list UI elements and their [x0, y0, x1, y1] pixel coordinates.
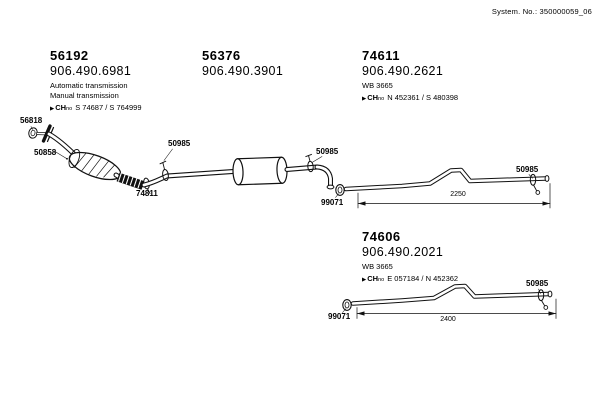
- callout-56818: 56818: [20, 116, 43, 125]
- part-note: Manual transmission: [50, 91, 119, 100]
- chassis-number-value: S 74687 / S 764999: [75, 103, 142, 112]
- dimension-2250-line: [357, 183, 551, 209]
- chassis-number-value: E 057184 / N 452362: [387, 274, 459, 283]
- clamp-50985-icon: [537, 288, 549, 310]
- flex-pipe-drawing: [116, 171, 145, 190]
- callout-50985-c: 50985: [516, 165, 539, 174]
- ring-99071-icon: [342, 299, 352, 311]
- ring-99071-icon: [335, 184, 345, 196]
- part-note: WB 3665: [362, 262, 393, 271]
- tailpipe-74606-drawing: [342, 283, 557, 319]
- triangle-marker-icon: ▶: [362, 96, 367, 102]
- dimension-2400-label: 2400: [440, 316, 456, 323]
- part-number: 56192: [50, 48, 89, 63]
- clamp-50985-icon: [528, 173, 541, 195]
- part-reference: 906.490.3901: [202, 64, 284, 78]
- part-note: Automatic transmission: [50, 81, 128, 90]
- part-note: WB 3665: [362, 81, 393, 90]
- dimension-2250-label: 2250: [450, 191, 466, 198]
- outlet-flare-icon: [326, 184, 335, 190]
- tailpipe-74611-drawing: [335, 167, 551, 209]
- part-number: 74606: [362, 229, 401, 244]
- clamp-50985-icon: [159, 148, 173, 182]
- front-pipe-assembly-drawing: [28, 124, 236, 194]
- chassis-number-value: N 452361 / S 480398: [387, 93, 459, 102]
- callout-50985-a: 50985: [168, 139, 191, 148]
- catalytic-converter-drawing: [68, 148, 122, 181]
- callout-50858: 50858: [34, 148, 57, 157]
- part-group-56192: 56192 906.490.6981 Automatic transmissio…: [50, 48, 142, 112]
- callout-99071-b: 99071: [328, 312, 351, 321]
- callout-50985-b: 50985: [316, 147, 339, 156]
- part-number: 74611: [362, 48, 400, 63]
- triangle-marker-icon: ▶: [362, 277, 367, 283]
- callout-50985-d: 50985: [526, 279, 549, 288]
- center-muffler-drawing: [232, 153, 335, 190]
- triangle-marker-icon: ▶: [50, 106, 55, 112]
- callout-99071-a: 99071: [321, 198, 344, 207]
- part-number: 56376: [202, 48, 241, 63]
- dimension-2400-line: [356, 298, 557, 319]
- part-reference: 906.490.2621: [362, 64, 444, 78]
- part-group-56376: 56376 906.490.3901: [202, 48, 283, 78]
- callout-74811: 74811: [136, 189, 158, 198]
- clamp-50985-icon: [305, 153, 323, 173]
- system-number: System. No.: 350000059_06: [491, 7, 592, 16]
- part-reference: 906.490.2021: [362, 245, 444, 259]
- part-reference: 906.490.6981: [50, 64, 132, 78]
